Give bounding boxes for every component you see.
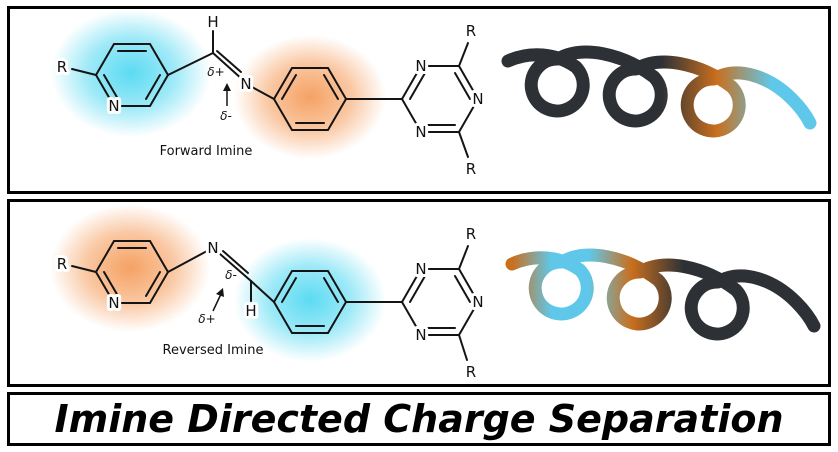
helix-ribbon: [505, 248, 821, 341]
atom-label-n: N: [415, 326, 426, 344]
hydrogen-label: H: [245, 302, 256, 320]
substituent-label-r: R: [57, 58, 67, 76]
atom-label-n: N: [415, 123, 426, 141]
forward-imine-figure: R N H N δ+ δ- Forward Imine: [51, 9, 817, 181]
delta-plus-label: δ+: [198, 312, 215, 326]
triazine-ring: [400, 42, 480, 158]
substituent-label-r: R: [466, 22, 476, 40]
forward-imine-panel: R N H N δ+ δ- Forward Imine: [7, 6, 831, 194]
imine-linkage: [167, 30, 275, 100]
atom-label-n: N: [472, 90, 483, 108]
substituent-label-r: R: [57, 255, 67, 273]
title-bar: Imine Directed Charge Separation: [7, 392, 831, 446]
delta-minus-label: δ-: [225, 268, 237, 282]
hydrogen-label: H: [207, 13, 218, 31]
triazine-ring: [400, 245, 480, 361]
atom-label-n: N: [108, 97, 119, 115]
atom-label-n: N: [240, 75, 251, 93]
pyridine-ring: [71, 240, 170, 304]
atom-label-n: N: [415, 57, 426, 75]
substituent-label-r: R: [466, 363, 476, 381]
benzene-ring: [272, 67, 348, 131]
figure-title: Imine Directed Charge Separation: [54, 397, 784, 441]
orange-glow: [234, 35, 386, 159]
imine-linkage: [167, 250, 275, 303]
atom-label-n: N: [415, 260, 426, 278]
reversed-imine-panel: R N N H δ- δ+ Reversed Imine: [7, 199, 831, 387]
pyridine-ring: [71, 43, 170, 107]
substituent-label-r: R: [466, 160, 476, 178]
cyan-glow: [51, 9, 211, 137]
benzene-ring: [272, 270, 348, 334]
dipole-arrow: [223, 83, 231, 106]
atom-label-n: N: [108, 294, 119, 312]
reversed-imine-figure: R N N H δ- δ+ Reversed Imine: [50, 204, 821, 384]
helix-ribbon: [501, 45, 817, 138]
orange-glow: [50, 204, 210, 332]
dipole-arrow: [212, 288, 224, 312]
substituent-label-r: R: [466, 225, 476, 243]
imine-caption: Reversed Imine: [163, 343, 264, 358]
atom-label-n: N: [472, 293, 483, 311]
delta-plus-label: δ+: [207, 65, 224, 79]
imine-caption: Forward Imine: [160, 144, 253, 159]
delta-minus-label: δ-: [220, 109, 232, 123]
cyan-glow: [234, 238, 386, 362]
atom-label-n: N: [207, 239, 218, 257]
